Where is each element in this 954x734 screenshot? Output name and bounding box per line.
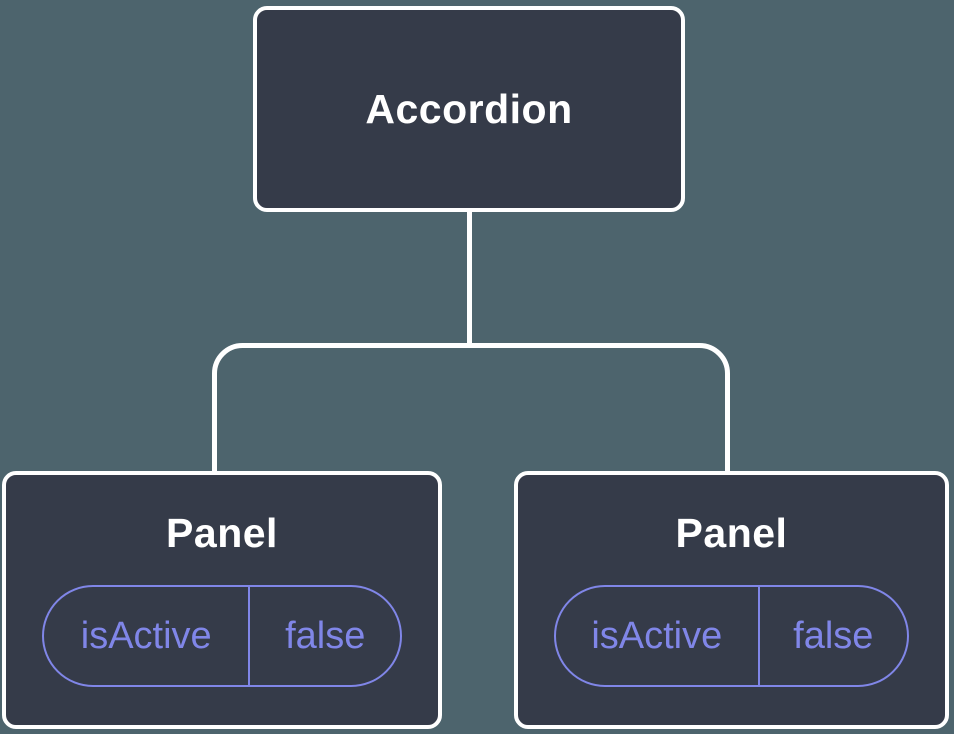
node-accordion: Accordion <box>253 6 685 212</box>
state-key: isActive <box>44 587 251 685</box>
state-value: false <box>793 614 874 657</box>
state-pill-left: isActive false <box>42 585 402 687</box>
node-panel-left: Panel isActive false <box>2 471 442 729</box>
node-panel-left-label: Panel <box>166 509 278 556</box>
node-panel-right: Panel isActive false <box>514 471 949 729</box>
node-accordion-label: Accordion <box>365 85 573 132</box>
state-value: false <box>285 614 366 657</box>
state-pill-right: isActive false <box>554 585 909 687</box>
panel-title-area: Panel <box>554 475 909 585</box>
connector-branch-bracket <box>212 343 730 473</box>
state-key: isActive <box>556 587 760 685</box>
panel-title-area: Panel <box>42 475 402 585</box>
node-panel-right-label: Panel <box>675 509 788 556</box>
